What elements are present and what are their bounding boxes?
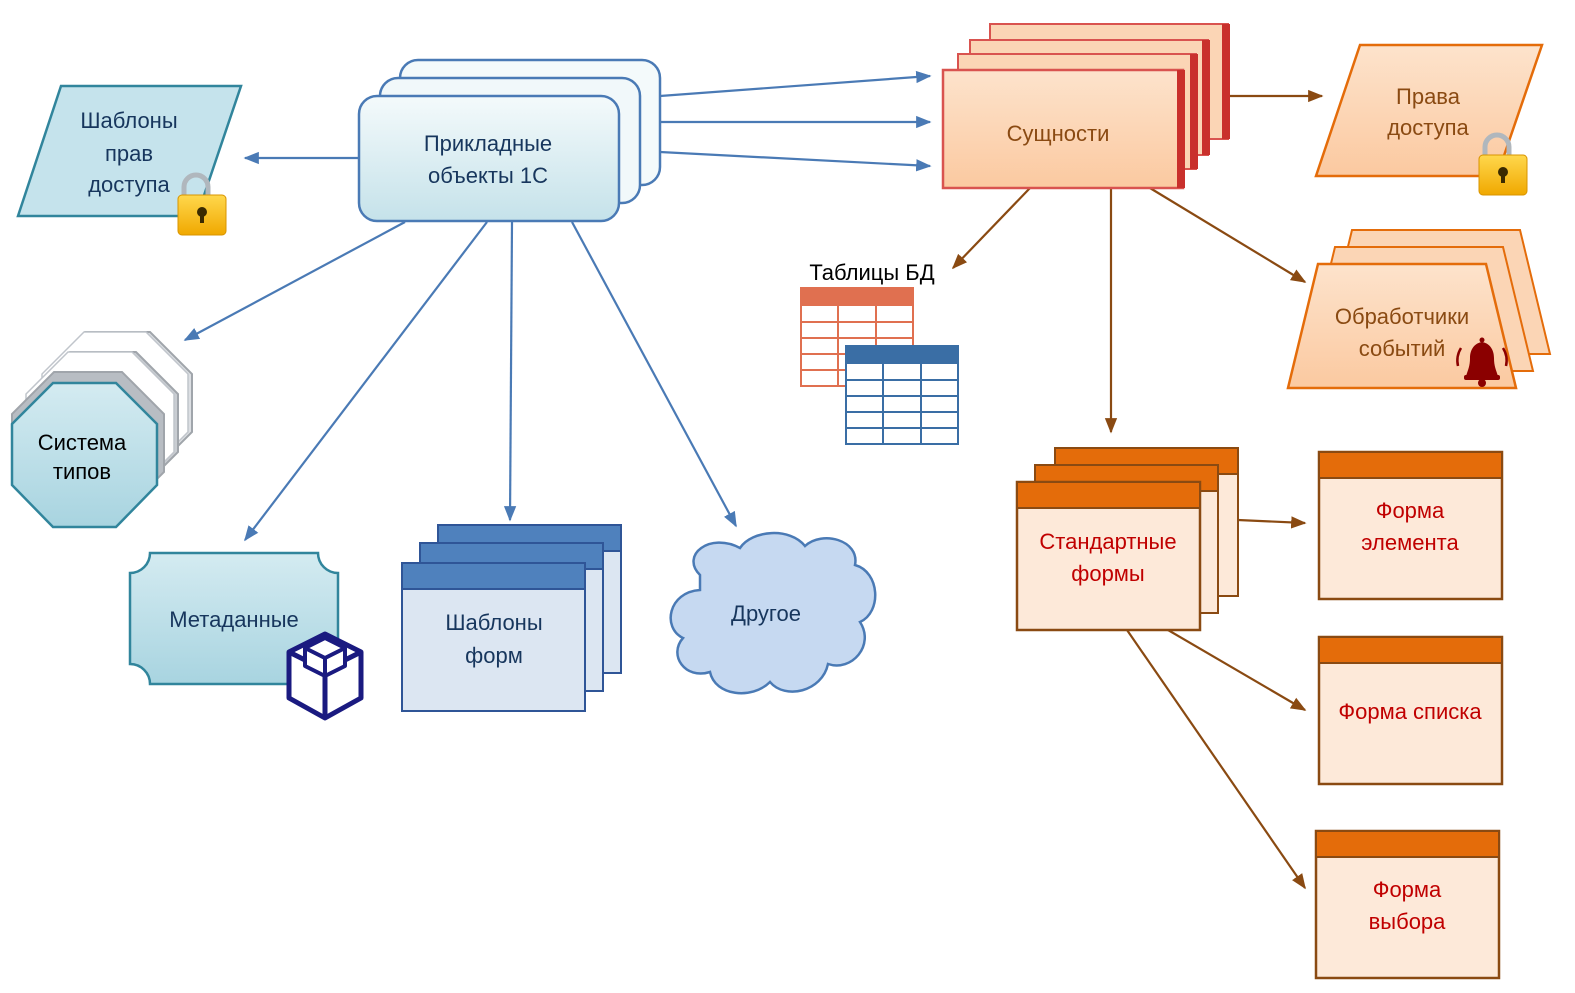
arrow-applied-to-entities-3 — [659, 150, 932, 172]
list-form-node: Форма списка — [1317, 635, 1504, 786]
choice-form-label-1: Форма — [1373, 877, 1442, 902]
standard-forms-label-2: формы — [1071, 561, 1145, 586]
applied-objects-node: Прикладные объекты 1С — [357, 58, 662, 223]
applied-objects-label-2: объекты 1С — [428, 163, 548, 188]
element-form-label-2: элемента — [1361, 530, 1459, 555]
event-handlers-label-1: Обработчики — [1335, 304, 1469, 329]
arrow-applied-to-other — [571, 221, 737, 528]
standard-forms-node: Стандартные формы — [1015, 447, 1239, 632]
access-rights-label-2: доступа — [1387, 115, 1469, 140]
arrow-forms-to-choice-form — [1126, 629, 1306, 890]
form-templates-label-2: форм — [465, 643, 523, 668]
arrow-forms-to-list-form — [1167, 629, 1307, 711]
metadata-label: Метаданные — [169, 607, 299, 632]
padlock-icon — [1478, 132, 1528, 196]
arrow-applied-to-type-system — [183, 221, 406, 341]
applied-objects-label-1: Прикладные — [424, 131, 552, 156]
padlock-icon — [177, 172, 227, 236]
arrow-entities-to-db-tables — [951, 187, 1031, 270]
arrow-forms-to-element-form — [1237, 516, 1307, 529]
arrow-entities-to-event-handlers — [1144, 184, 1307, 283]
access-templates-node: Шаблоны прав доступа — [16, 84, 243, 236]
access-templates-label-3: доступа — [88, 172, 170, 197]
arrow-applied-to-form-templates — [503, 221, 517, 522]
element-form-node: Форма элемента — [1317, 450, 1504, 601]
choice-form-label-2: выбора — [1369, 909, 1447, 934]
type-system-label-2: типов — [53, 459, 111, 484]
type-system-node: Система типов — [10, 331, 193, 529]
db-tables-node: Таблицы БД — [800, 260, 959, 445]
connectors — [183, 70, 1324, 890]
access-rights-label-1: Права — [1396, 84, 1461, 109]
arrow-applied-to-metadata — [244, 221, 488, 542]
table-icon — [845, 345, 959, 445]
choice-form-node: Форма выбора — [1314, 829, 1501, 980]
event-handlers-label-2: событий — [1359, 336, 1446, 361]
entities-label: Сущности — [1007, 121, 1110, 146]
element-form-label-1: Форма — [1376, 498, 1445, 523]
arrow-applied-to-entities-1 — [659, 70, 932, 98]
standard-forms-label-1: Стандартные — [1039, 529, 1176, 554]
type-system-label-1: Система — [38, 430, 127, 455]
event-handlers-node: Обработчики событий — [1286, 229, 1552, 390]
metadata-node: Метаданные — [128, 551, 364, 721]
other-label: Другое — [731, 601, 801, 626]
form-templates-node: Шаблоны форм — [401, 524, 622, 712]
list-form-label: Форма списка — [1338, 699, 1482, 724]
access-templates-label-1: Шаблоны — [80, 108, 177, 133]
cube-icon — [286, 631, 364, 721]
form-templates-label-1: Шаблоны — [445, 610, 542, 635]
access-templates-label-2: прав — [105, 141, 153, 166]
bell-icon — [1456, 337, 1508, 387]
other-node: Другое — [669, 531, 877, 695]
db-tables-label: Таблицы БД — [809, 260, 934, 285]
entities-node: Сущности — [941, 23, 1230, 190]
access-rights-node: Права доступа — [1314, 43, 1544, 196]
